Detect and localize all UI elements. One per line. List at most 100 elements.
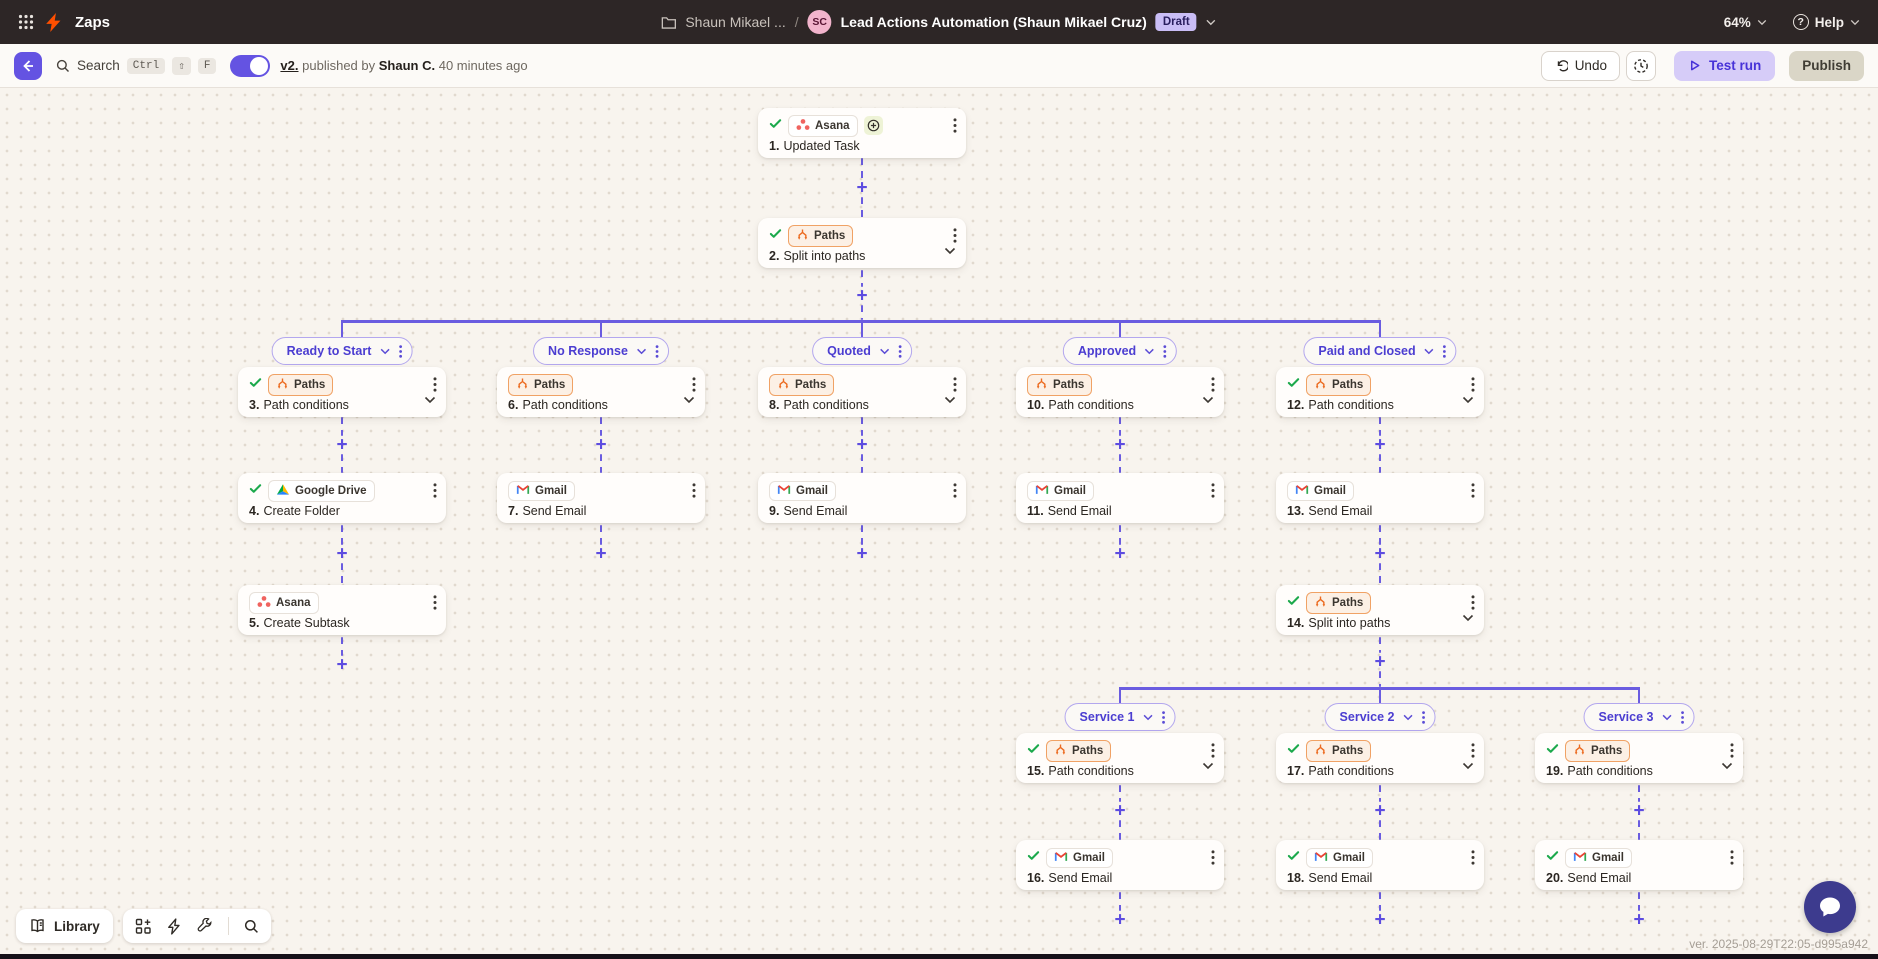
workflow-step-card[interactable]: Paths 14.Split into paths	[1276, 585, 1484, 635]
branch-label-pill[interactable]: No Response	[533, 337, 669, 365]
workflow-step-card[interactable]: Paths 2.Split into paths	[758, 218, 966, 268]
chevron-down-icon[interactable]	[424, 391, 436, 409]
history-button[interactable]	[1625, 50, 1656, 81]
kebab-menu-icon[interactable]	[433, 483, 437, 503]
kebab-menu-icon[interactable]	[1211, 483, 1215, 503]
chevron-down-icon[interactable]	[1721, 757, 1733, 775]
chevron-down-icon[interactable]	[1424, 348, 1435, 355]
kebab-menu-icon[interactable]	[1471, 483, 1475, 503]
workflow-step-card[interactable]: Paths 6.Path conditions	[497, 367, 705, 417]
workflow-step-card[interactable]: Asana 5.Create Subtask	[238, 585, 446, 635]
chevron-down-icon[interactable]	[1462, 757, 1474, 775]
branch-label-pill[interactable]: Approved	[1062, 337, 1178, 365]
bolt-icon[interactable]	[167, 917, 182, 935]
chevron-down-icon[interactable]	[1462, 609, 1474, 627]
test-run-button[interactable]: Test run	[1673, 50, 1776, 81]
workflow-step-card[interactable]: Paths 15.Path conditions	[1016, 733, 1224, 783]
help-menu[interactable]: ? Help	[1792, 14, 1860, 30]
zap-on-off-toggle[interactable]	[230, 54, 271, 77]
zap-title[interactable]: Lead Actions Automation (Shaun Mikael Cr…	[840, 14, 1147, 30]
version-link[interactable]: v2.	[280, 58, 299, 73]
chevron-down-icon[interactable]	[879, 348, 890, 355]
chevron-down-icon[interactable]	[1202, 391, 1214, 409]
chevron-down-icon[interactable]	[1462, 391, 1474, 409]
add-step-button[interactable]: +	[856, 434, 868, 456]
kebab-menu-icon[interactable]	[898, 344, 902, 358]
kebab-menu-icon[interactable]	[953, 377, 957, 397]
app-name[interactable]: Zaps	[75, 13, 111, 31]
kebab-menu-icon[interactable]	[692, 483, 696, 503]
kebab-menu-icon[interactable]	[1211, 850, 1215, 870]
kebab-menu-icon[interactable]	[1421, 710, 1425, 724]
kebab-menu-icon[interactable]	[1680, 710, 1684, 724]
add-step-button[interactable]: +	[1633, 909, 1645, 931]
zoom-control[interactable]: 64%	[1724, 15, 1767, 30]
kebab-menu-icon[interactable]	[1471, 850, 1475, 870]
add-step-button[interactable]: +	[336, 543, 348, 565]
kebab-menu-icon[interactable]	[1211, 377, 1215, 397]
chevron-down-icon[interactable]	[944, 391, 956, 409]
kebab-menu-icon[interactable]	[1163, 344, 1167, 358]
kebab-menu-icon[interactable]	[433, 377, 437, 397]
workflow-canvas[interactable]: ++++++++++++++++++++ Ready to Start No R…	[0, 88, 1878, 959]
tools-icon[interactable]	[197, 918, 213, 934]
kebab-menu-icon[interactable]	[1471, 595, 1475, 615]
workflow-step-card[interactable]: Google Drive 4.Create Folder	[238, 473, 446, 523]
workflow-step-card[interactable]: Asana 1.Updated Task	[758, 108, 966, 158]
branch-label-pill[interactable]: Service 2	[1324, 703, 1436, 731]
branch-label-pill[interactable]: Service 1	[1064, 703, 1176, 731]
breadcrumb-folder[interactable]: Shaun Mikael ...	[685, 14, 786, 30]
workflow-step-card[interactable]: Gmail 13.Send Email	[1276, 473, 1484, 523]
app-launcher-icon[interactable]	[18, 14, 34, 30]
kebab-menu-icon[interactable]	[1161, 710, 1165, 724]
add-step-button[interactable]: +	[1114, 800, 1126, 822]
add-step-button[interactable]: +	[1114, 543, 1126, 565]
library-button[interactable]: Library	[16, 909, 113, 943]
workflow-step-card[interactable]: Paths 12.Path conditions	[1276, 367, 1484, 417]
workflow-step-card[interactable]: Gmail 16.Send Email	[1016, 840, 1224, 890]
kebab-menu-icon[interactable]	[655, 344, 659, 358]
add-step-button[interactable]: +	[1633, 800, 1645, 822]
chat-widget-button[interactable]	[1804, 881, 1856, 933]
chevron-down-icon[interactable]	[1144, 348, 1155, 355]
kebab-menu-icon[interactable]	[953, 118, 957, 138]
add-step-button[interactable]: +	[856, 285, 868, 307]
branch-label-pill[interactable]: Service 3	[1583, 703, 1695, 731]
chevron-down-icon[interactable]	[944, 242, 956, 260]
add-step-button[interactable]: +	[1374, 909, 1386, 931]
search-control[interactable]: Search Ctrl ⇧ F	[56, 56, 217, 75]
grid-add-icon[interactable]	[135, 918, 152, 935]
branch-label-pill[interactable]: Ready to Start	[271, 337, 413, 365]
add-step-button[interactable]: +	[856, 177, 868, 199]
chevron-down-icon[interactable]	[1206, 19, 1217, 26]
workflow-step-card[interactable]: Paths 19.Path conditions	[1535, 733, 1743, 783]
workflow-step-card[interactable]: Paths 17.Path conditions	[1276, 733, 1484, 783]
chevron-down-icon[interactable]	[1142, 714, 1153, 721]
workflow-step-card[interactable]: Gmail 7.Send Email	[497, 473, 705, 523]
kebab-menu-icon[interactable]	[1443, 344, 1447, 358]
add-step-button[interactable]: +	[336, 654, 348, 676]
back-button[interactable]	[14, 51, 42, 80]
add-step-button[interactable]: +	[1374, 543, 1386, 565]
chevron-down-icon[interactable]	[1202, 757, 1214, 775]
kebab-menu-icon[interactable]	[1211, 743, 1215, 763]
kebab-menu-icon[interactable]	[1730, 743, 1734, 763]
chevron-down-icon[interactable]	[636, 348, 647, 355]
kebab-menu-icon[interactable]	[433, 595, 437, 615]
chevron-down-icon[interactable]	[1661, 714, 1672, 721]
publish-button[interactable]: Publish	[1789, 50, 1864, 81]
kebab-menu-icon[interactable]	[692, 377, 696, 397]
branch-label-pill[interactable]: Paid and Closed	[1303, 337, 1457, 365]
workflow-step-card[interactable]: Paths 8.Path conditions	[758, 367, 966, 417]
add-step-button[interactable]: +	[1374, 434, 1386, 456]
chevron-down-icon[interactable]	[1402, 714, 1413, 721]
add-step-button[interactable]: +	[595, 543, 607, 565]
workflow-step-card[interactable]: Gmail 20.Send Email	[1535, 840, 1743, 890]
kebab-menu-icon[interactable]	[953, 228, 957, 248]
add-step-button[interactable]: +	[1374, 651, 1386, 673]
chevron-down-icon[interactable]	[683, 391, 695, 409]
chevron-down-icon[interactable]	[379, 348, 390, 355]
add-step-button[interactable]: +	[1114, 434, 1126, 456]
workflow-step-card[interactable]: Gmail 18.Send Email	[1276, 840, 1484, 890]
add-step-button[interactable]: +	[336, 434, 348, 456]
